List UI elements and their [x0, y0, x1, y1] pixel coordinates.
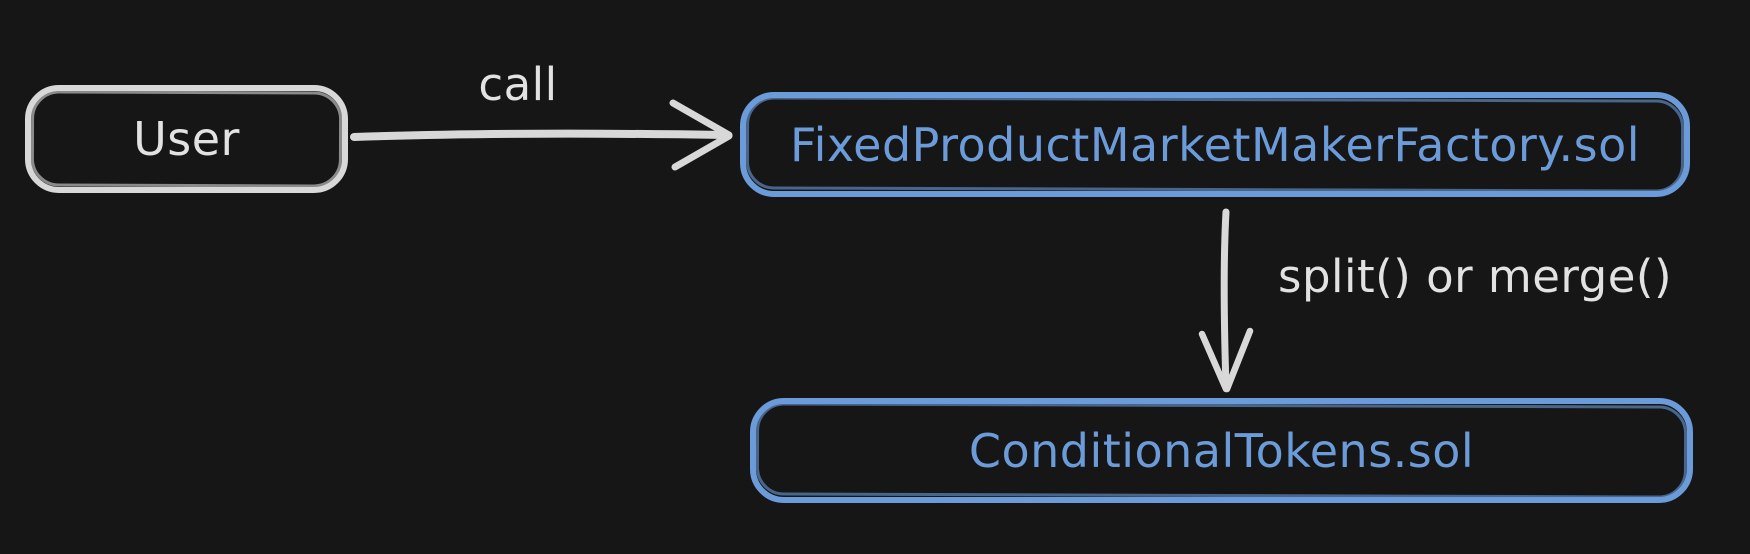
- split-merge-arrow: [1198, 208, 1254, 393]
- call-arrow: [350, 99, 733, 171]
- node-fixed-product-market-maker-factory: FixedProductMarketMakerFactory.sol: [740, 92, 1690, 197]
- call-edge-label: call: [478, 58, 558, 111]
- node-conditional-tokens: ConditionalTokens.sol: [750, 398, 1693, 503]
- node-user-label: User: [133, 112, 240, 166]
- node-user: User: [25, 85, 348, 193]
- node-conditional-label: ConditionalTokens.sol: [968, 423, 1475, 478]
- node-factory-label: FixedProductMarketMakerFactory.sol: [789, 117, 1641, 172]
- split-merge-edge-label: split() or merge(): [1278, 250, 1673, 303]
